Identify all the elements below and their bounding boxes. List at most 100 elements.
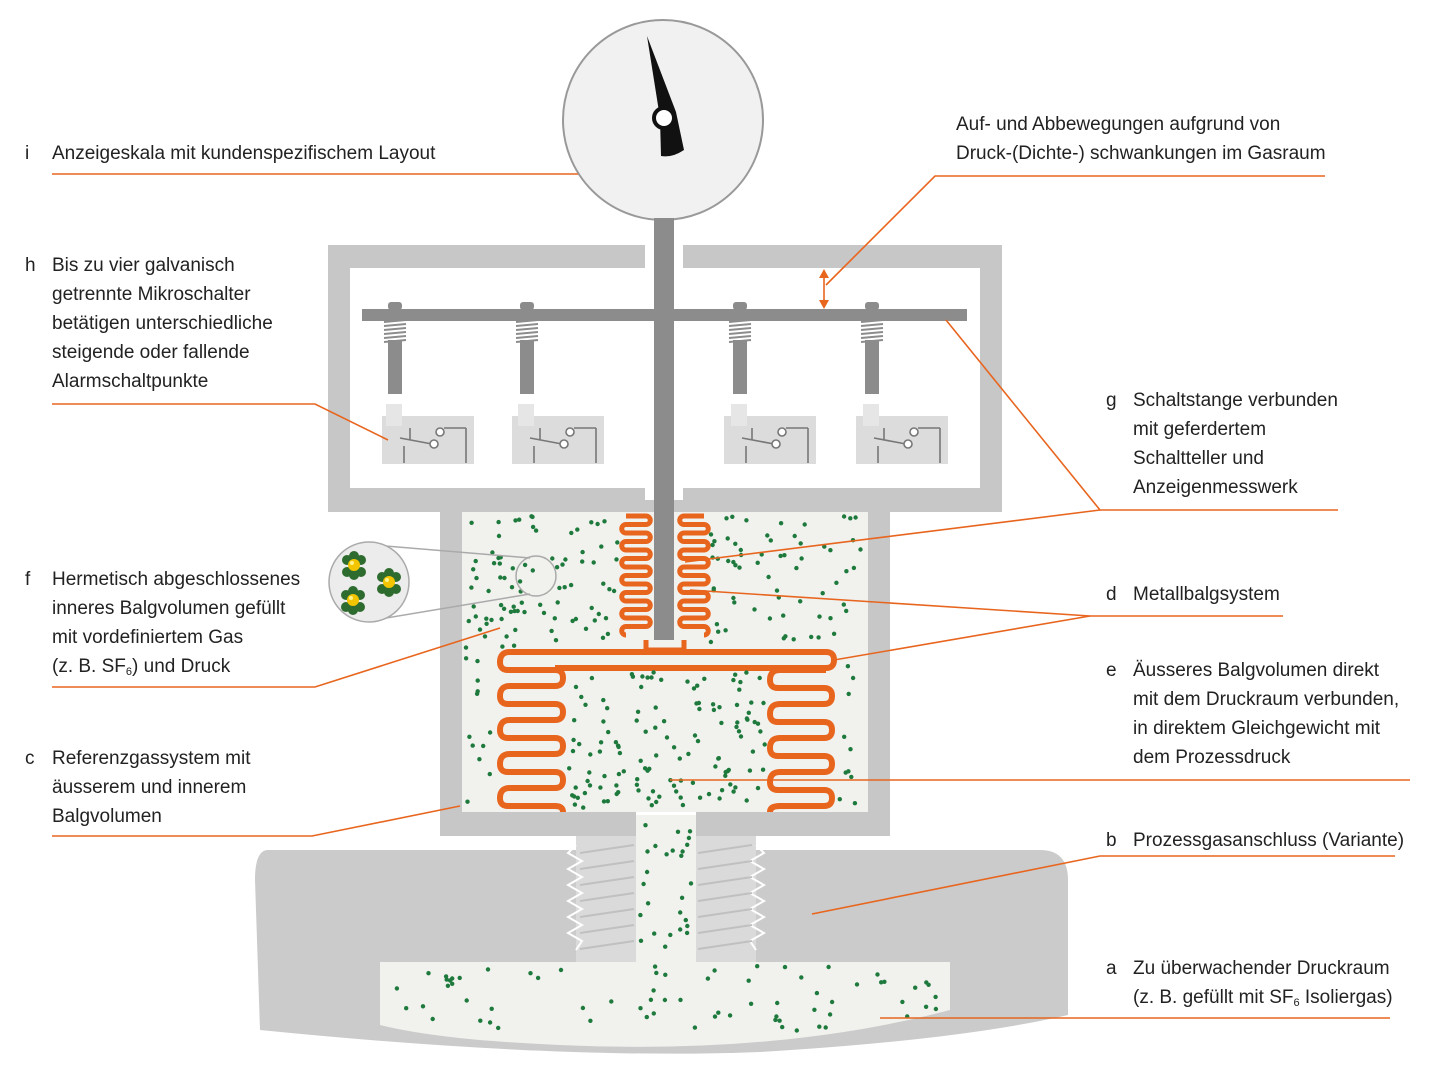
gas-particle <box>685 923 690 929</box>
gas-particle <box>663 944 668 949</box>
gas-particle <box>757 675 762 681</box>
gas-particle <box>726 558 731 564</box>
gas-particle <box>643 729 648 734</box>
gas-particle <box>535 975 541 981</box>
gas-particle <box>475 678 480 683</box>
gas-particle <box>671 783 677 788</box>
gas-particle <box>692 733 698 738</box>
gas-particle <box>828 548 833 553</box>
gas-particle <box>550 556 555 561</box>
gas-particle <box>744 518 749 523</box>
gas-particle <box>733 785 738 790</box>
gas-particle <box>690 780 696 785</box>
gas-particle <box>654 970 659 976</box>
gas-particle <box>487 730 493 735</box>
gas-particle <box>426 971 431 976</box>
gas-particle <box>572 718 577 723</box>
gas-particle <box>723 769 728 775</box>
gas-particle <box>629 672 635 677</box>
gas-particle <box>755 560 760 565</box>
gas-particle <box>768 538 773 543</box>
gas-particle <box>580 1005 586 1011</box>
gas-particle <box>568 582 574 588</box>
gas-particle <box>649 803 654 808</box>
gas-particle <box>444 977 449 982</box>
gas-particle <box>731 677 736 683</box>
gas-particle <box>465 799 470 804</box>
gas-particle <box>730 514 735 519</box>
gas-particle <box>662 997 668 1003</box>
gas-particle <box>510 566 515 571</box>
gas-particle <box>502 575 507 581</box>
gas-particle <box>777 1018 782 1023</box>
gas-particle <box>430 1016 435 1022</box>
gas-particle <box>573 616 579 622</box>
gas-particle <box>671 745 677 750</box>
gas-particle <box>712 968 717 973</box>
sf6-molecule <box>377 568 401 597</box>
gas-particle <box>635 709 641 714</box>
gas-particle <box>573 785 578 790</box>
gas-particle <box>706 791 712 797</box>
gas-particle <box>445 983 451 988</box>
gas-particle <box>737 565 742 570</box>
gas-particle <box>752 719 757 725</box>
gas-particle <box>661 719 667 724</box>
gas-particle <box>683 917 688 923</box>
gas-particle <box>420 1004 426 1009</box>
gas-particle <box>663 972 668 977</box>
gas-particle <box>713 764 718 769</box>
gas-particle <box>642 766 648 771</box>
gas-particle <box>697 795 703 800</box>
gas-particle <box>828 616 833 621</box>
gas-particle <box>467 734 472 739</box>
gas-particle <box>668 932 673 938</box>
gas-particle <box>588 1018 593 1023</box>
gas-particle <box>664 735 670 740</box>
gas-particle <box>652 931 657 936</box>
gas-particle <box>705 976 711 981</box>
gas-particle <box>697 706 702 712</box>
gas-particle <box>588 752 593 757</box>
gas-particle <box>685 842 690 847</box>
gas-particle <box>834 580 839 585</box>
gas-particle <box>598 740 604 745</box>
gas-particle <box>727 1013 733 1018</box>
gas-particle <box>714 622 720 627</box>
gas-particle <box>717 796 722 801</box>
gas-particle <box>678 997 683 1003</box>
gas-particle <box>638 758 643 763</box>
gas-particle <box>670 848 675 853</box>
micro-switch <box>724 302 816 464</box>
gas-particle <box>482 634 488 639</box>
gas-particle <box>854 982 860 987</box>
gas-particle <box>858 547 863 552</box>
gas-particle <box>512 608 517 614</box>
gas-particle <box>554 565 560 570</box>
gas-particle <box>716 1010 721 1015</box>
gas-particle <box>798 541 803 546</box>
gas-particle <box>687 829 693 834</box>
gas-particle <box>447 978 453 983</box>
gas-particle <box>923 1004 929 1009</box>
gas-particle <box>685 679 690 684</box>
gas-particle <box>746 978 751 983</box>
gas-particle <box>587 783 593 788</box>
gas-particle <box>674 789 679 794</box>
gas-particle <box>580 549 585 555</box>
gas-particle <box>761 700 766 706</box>
gas-particle <box>487 1020 493 1025</box>
gas-particle <box>638 1006 643 1011</box>
micro-switches <box>382 302 948 464</box>
gas-particle <box>719 720 724 726</box>
gas-particle <box>601 719 606 724</box>
gas-particle <box>484 621 489 626</box>
gas-particle <box>765 533 770 538</box>
gas-particle <box>933 1006 939 1012</box>
gas-particle <box>601 799 607 804</box>
gas-particle <box>614 791 619 797</box>
gas-particle <box>654 799 659 805</box>
movement-arrow <box>819 269 829 309</box>
gas-particle <box>794 1028 799 1033</box>
